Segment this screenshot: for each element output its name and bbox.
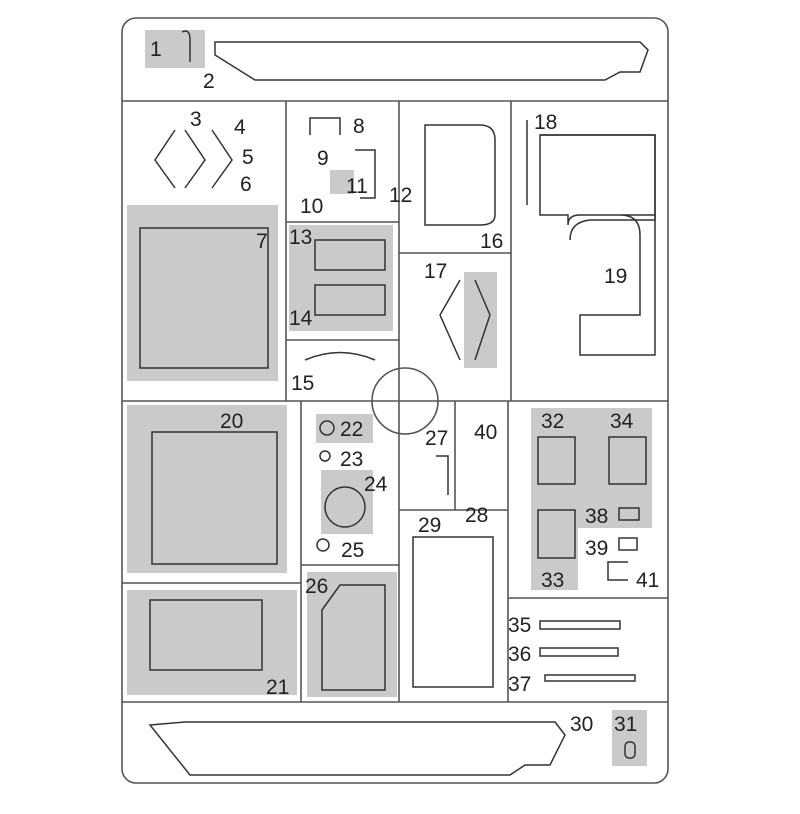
- part-number-label: 23: [340, 448, 363, 471]
- shade-part-21: [127, 590, 297, 695]
- part-24: [324, 486, 366, 528]
- part-number-label: 37: [508, 673, 531, 696]
- part-39: [618, 537, 638, 551]
- part-number-label: 38: [585, 505, 608, 528]
- part-number-label: 27: [425, 427, 448, 450]
- shade-parts-13-14: [289, 225, 393, 331]
- part-13: [314, 239, 386, 271]
- part-number-label: 26: [305, 575, 328, 598]
- part-number-label: 25: [341, 539, 364, 562]
- part-number-label: 17: [424, 260, 447, 283]
- part-number-label: 8: [353, 115, 365, 138]
- shade-part-11: [330, 170, 354, 194]
- shaded-parts: [127, 30, 652, 766]
- part-number-label: 40: [474, 421, 497, 444]
- part-17: [439, 279, 491, 361]
- part-number-label: 34: [610, 410, 634, 433]
- part-number-label: 9: [317, 147, 329, 170]
- shade-part-22: [316, 414, 373, 443]
- part-number-label: 30: [570, 713, 593, 736]
- part-number-label: 33: [541, 569, 564, 592]
- part-33: [537, 509, 576, 559]
- part-37: [544, 674, 636, 682]
- part-12: [355, 149, 376, 199]
- part-number-label: 18: [534, 111, 557, 134]
- shade-part-31: [612, 710, 647, 766]
- part-number-label: 15: [291, 372, 314, 395]
- part-2-side-rail: [214, 41, 649, 81]
- part-21: [149, 599, 263, 671]
- part-25: [316, 538, 330, 552]
- part-22: [319, 420, 335, 436]
- shade-parts-32-33-34-38: [531, 408, 652, 590]
- part-35: [539, 620, 621, 630]
- part-8: [309, 117, 341, 135]
- part-27: [436, 455, 449, 495]
- part-29: [412, 536, 494, 688]
- part-number-label: 12: [389, 184, 412, 207]
- part-number-label: 41: [636, 569, 659, 592]
- part-36: [539, 647, 619, 657]
- part-34: [608, 436, 647, 485]
- part-number-label: 32: [541, 410, 564, 433]
- part-20: [151, 431, 278, 565]
- part-3: [154, 129, 233, 189]
- part-31: [624, 741, 636, 759]
- part-1: [181, 30, 191, 62]
- part-number-label: 39: [585, 537, 608, 560]
- part-number-label: 3: [190, 108, 202, 131]
- part-number-label: 13: [289, 226, 312, 249]
- runners: [121, 17, 669, 784]
- part-26: [321, 584, 386, 691]
- part-number-label: 10: [300, 195, 323, 218]
- part-number-label: 21: [266, 676, 289, 699]
- part-number-label: 6: [240, 173, 252, 196]
- part-23: [319, 450, 331, 462]
- part-number-label: 20: [220, 410, 243, 433]
- part-number-label: 36: [508, 643, 531, 666]
- part-32: [537, 436, 576, 485]
- part-7: [139, 227, 269, 369]
- shade-part-7: [127, 205, 278, 381]
- part-15: [304, 351, 376, 361]
- part-number-label: 24: [364, 473, 388, 496]
- part-number-label: 22: [340, 418, 363, 441]
- part-14: [314, 284, 386, 316]
- part-number-label: 19: [604, 265, 627, 288]
- shade-part-20: [127, 405, 287, 573]
- part-number-label: 1: [150, 38, 162, 61]
- part-number-label: 14: [289, 307, 313, 330]
- part-number-label: 7: [256, 230, 268, 253]
- part-19-outline: [539, 134, 656, 356]
- part-number-label: 16: [480, 230, 503, 253]
- part-19: [540, 134, 656, 241]
- part-number-label: 11: [346, 175, 368, 198]
- part-number-label: 31: [614, 713, 637, 736]
- shade-part-17: [464, 272, 497, 368]
- part-number-label: 29: [418, 514, 441, 537]
- part-number-label: 35: [508, 614, 531, 637]
- part-number-label: 28: [465, 504, 488, 527]
- part-number-label: 2: [203, 70, 215, 93]
- parts: [139, 30, 656, 776]
- part-number-label: 5: [242, 146, 254, 169]
- part-number-label: 4: [234, 116, 246, 139]
- part-30-side-rail: [148, 721, 566, 776]
- part-41: [607, 561, 628, 581]
- part-38: [618, 507, 640, 521]
- shade-part-1: [145, 30, 205, 68]
- part-16: [424, 124, 496, 226]
